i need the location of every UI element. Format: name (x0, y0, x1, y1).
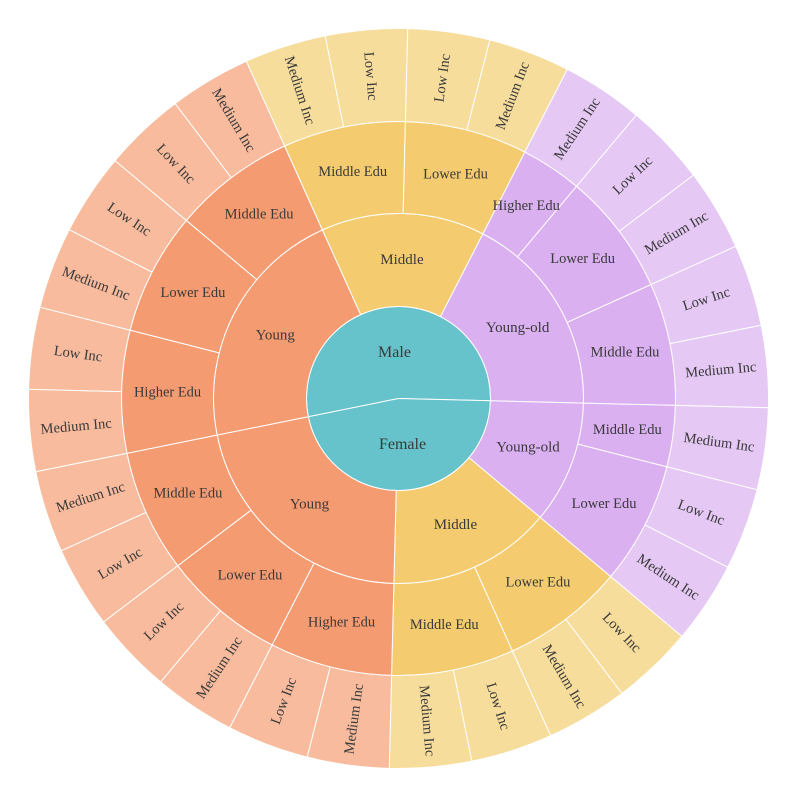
label-male-young-old-middle-edu: Middle Edu (590, 345, 659, 361)
label-male-middle: Middle (380, 252, 424, 268)
label-male-young-higher-edu-medium-inc: Medium Inc (40, 416, 112, 438)
label-male-young-old-higher-edu: Higher Edu (493, 198, 560, 214)
label-female-young-old-lower-edu: Lower Edu (572, 496, 637, 512)
label-male-young-old-middle-edu-medium-inc: Medium Inc (685, 359, 757, 381)
label-female: Female (379, 436, 426, 453)
label-male-middle-middle-edu: Middle Edu (318, 164, 387, 180)
segment-female-young-middle-edu-medium-inc[interactable] (35, 452, 147, 552)
label-male-middle-lower-edu-low-inc: Low Inc (431, 53, 454, 103)
label-male-young-old-lower-edu: Lower Edu (550, 251, 615, 267)
label-male-young-middle-edu: Middle Edu (225, 206, 294, 222)
label-female-young-lower-edu: Lower Edu (218, 567, 283, 583)
label-male-young-lower-edu: Lower Edu (161, 285, 226, 301)
label-male-middle-lower-edu: Lower Edu (423, 167, 488, 183)
label-female-young-old-middle-edu: Middle Edu (593, 422, 662, 438)
label-male: Male (378, 344, 411, 361)
label-female-middle-middle-edu-medium-inc: Medium Inc (416, 685, 438, 757)
label-male-young-old: Young-old (486, 320, 550, 336)
label-female-young: Young (290, 497, 330, 513)
label-male-young-higher-edu-low-inc: Low Inc (53, 343, 103, 366)
label-female-middle-lower-edu: Lower Edu (506, 575, 571, 591)
label-female-young-higher-edu: Higher Edu (308, 614, 375, 630)
label-female-middle: Middle (434, 517, 478, 533)
label-female-young-middle-edu: Middle Edu (154, 485, 223, 501)
label-female-middle-middle-edu: Middle Edu (410, 617, 479, 633)
label-male-young: Young (256, 327, 296, 343)
label-male-young-higher-edu: Higher Edu (134, 385, 201, 401)
label-male-middle-middle-edu-low-inc: Low Inc (360, 51, 380, 101)
label-female-young-old: Young-old (496, 440, 560, 456)
